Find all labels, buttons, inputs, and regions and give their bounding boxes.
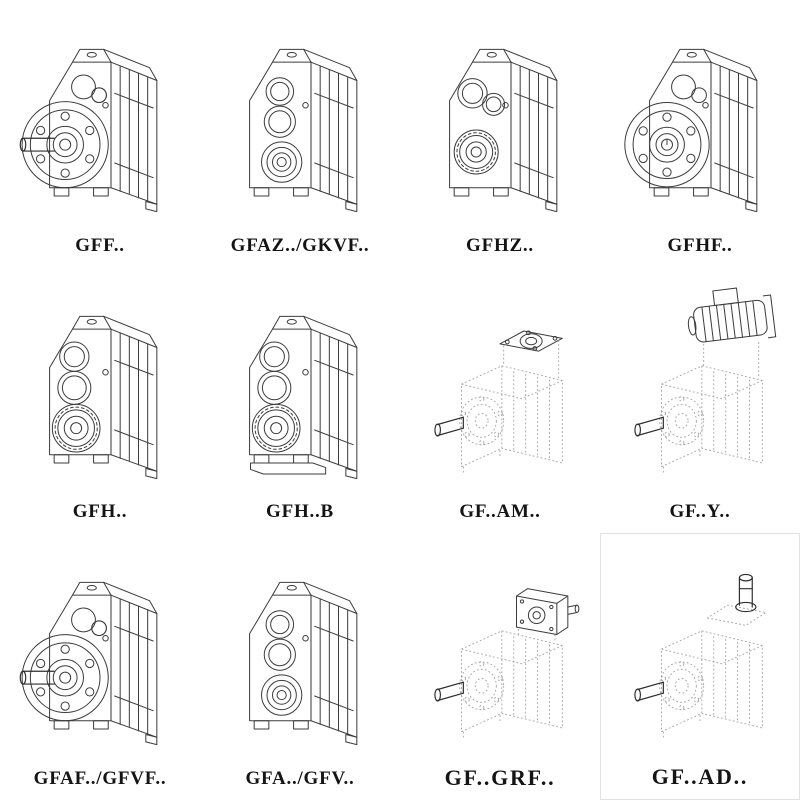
product-cell-gfh: GFH.. <box>0 267 200 534</box>
gearbox-drawing <box>0 2 200 236</box>
gearbox-drawing <box>200 2 400 236</box>
product-label: GF..Y.. <box>669 501 731 523</box>
gearbox-illustration-flange-shaft <box>2 542 198 762</box>
product-cell-gfh-b: GFH..B <box>200 267 400 534</box>
product-label: GFAZ../GKVF.. <box>230 234 370 256</box>
gearbox-drawing <box>0 269 200 503</box>
gearbox-drawing <box>600 269 800 503</box>
gearbox-illustration-shaft-mounted-base <box>202 276 398 496</box>
gearbox-illustration-gear-adapter <box>402 541 598 761</box>
gearbox-illustration-with-motor <box>602 276 798 496</box>
gearbox-illustration-front-bores <box>202 542 398 762</box>
gearbox-drawing <box>400 2 600 236</box>
gearbox-drawing <box>600 2 800 236</box>
product-label: GF..AM.. <box>459 501 541 523</box>
product-label: GFA../GFV.. <box>245 768 355 790</box>
gearbox-drawing <box>400 535 600 765</box>
product-cell-gf-y: GF..Y.. <box>600 267 800 534</box>
gearbox-illustration-front-bores <box>202 9 398 229</box>
product-cell-gfa-gfv: GFA../GFV.. <box>200 533 400 800</box>
gearbox-drawing <box>200 269 400 503</box>
gearbox-illustration-flange-hollow <box>602 9 798 229</box>
product-cell-gf-grf: GF..GRF.. <box>400 533 600 800</box>
product-cell-gfaf-gfvf: GFAF../GFVF.. <box>0 533 200 800</box>
product-cell-gff: GFF.. <box>0 0 200 267</box>
gearbox-drawing <box>601 536 799 764</box>
product-cell-gf-ad: GF..AD.. <box>600 533 800 800</box>
gearbox-illustration-flange-shaft <box>2 9 198 229</box>
product-label: GF..GRF.. <box>444 764 556 790</box>
product-cell-gf-am: GF..AM.. <box>400 267 600 534</box>
gearbox-drawing <box>200 535 400 769</box>
gearbox-drawing <box>0 535 200 769</box>
gearbox-illustration-input-adapter <box>602 541 798 761</box>
product-label: GF..AD.. <box>651 763 749 789</box>
product-label: GFH.. <box>72 501 128 523</box>
product-label: GFF.. <box>75 234 125 256</box>
product-cell-gfhf: GFHF.. <box>600 0 800 267</box>
gearbox-illustration-hollow-shaft <box>402 9 598 229</box>
product-cell-gfaz-gkvf: GFAZ../GKVF.. <box>200 0 400 267</box>
gearbox-illustration-iec-adapter <box>402 276 598 496</box>
product-label: GFAF../GFVF.. <box>33 768 167 790</box>
gearbox-drawing <box>400 269 600 503</box>
gearbox-illustration-shaft-mounted <box>2 276 198 496</box>
product-label: GFH..B <box>266 501 334 523</box>
product-cell-gfhz: GFHZ.. <box>400 0 600 267</box>
product-label: GFHF.. <box>667 234 733 256</box>
product-label: GFHZ.. <box>466 234 534 256</box>
